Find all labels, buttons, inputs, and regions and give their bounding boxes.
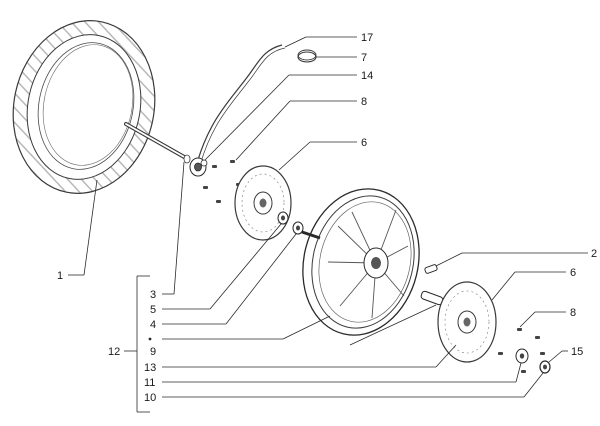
callout-labels: 17 7 14 8 6 1 2 6 8 15 3 5 4 9 12 13 11 … <box>57 32 597 404</box>
callout-2: 2 <box>591 248 597 260</box>
callout-17: 17 <box>361 32 373 44</box>
right-brake-disc <box>437 281 497 363</box>
callout-14: 14 <box>361 70 373 82</box>
left-spacer <box>292 221 304 235</box>
axle <box>124 122 191 164</box>
speedometer-drive <box>189 157 208 177</box>
spacer-tube <box>420 290 444 306</box>
right-disc-screws <box>498 328 545 373</box>
callout-8-right: 8 <box>570 307 576 319</box>
callout-11: 11 <box>144 377 155 389</box>
callout-3: 3 <box>150 289 156 301</box>
callout-12: 12 <box>108 346 120 358</box>
callout-13: 13 <box>144 362 156 374</box>
callout-6-left: 6 <box>361 137 367 149</box>
callout-10: 10 <box>144 392 156 404</box>
callout-15: 15 <box>571 346 583 358</box>
speedometer-cable <box>197 44 286 163</box>
callout-4: 4 <box>150 319 156 331</box>
callout-8-left: 8 <box>361 96 367 108</box>
callout-1: 1 <box>57 270 63 282</box>
callout-5: 5 <box>150 304 156 316</box>
washer <box>515 348 529 364</box>
leader-lines <box>68 36 588 413</box>
callout-9: 9 <box>150 346 156 358</box>
left-bearing <box>277 211 289 225</box>
spring-clip <box>297 49 317 63</box>
tire <box>12 20 156 194</box>
nut <box>539 360 551 374</box>
left-brake-disc <box>234 165 292 241</box>
callout-6-right: 6 <box>570 267 576 279</box>
callout-7: 7 <box>361 52 367 64</box>
bushing <box>424 264 438 274</box>
wheel-rim <box>301 188 420 336</box>
